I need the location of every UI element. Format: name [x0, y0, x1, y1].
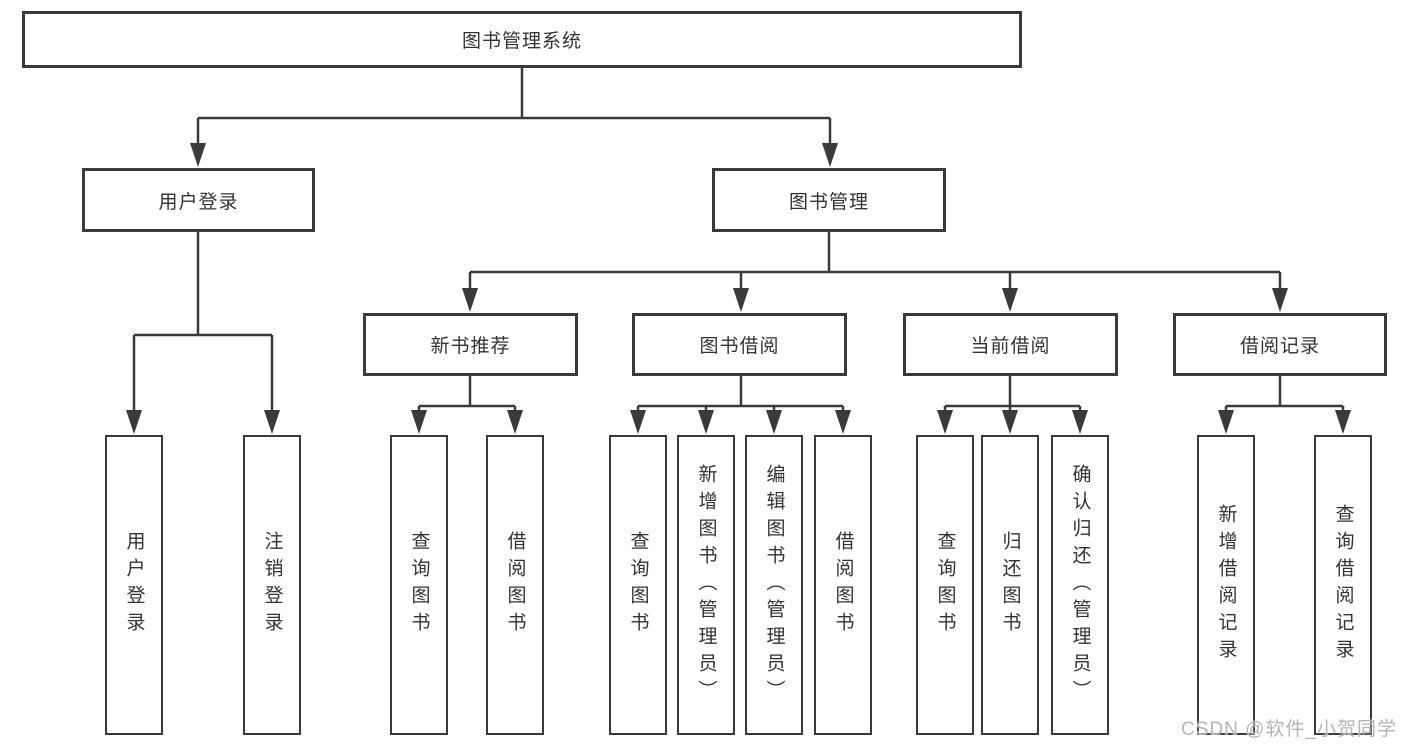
node-book-borrowing: 图书借阅: [632, 313, 847, 376]
leaf-add-books-admin: 新增图书（管理员）: [677, 435, 735, 735]
leaf-query-books-current: 查询图书: [916, 435, 974, 735]
leaf-borrow-books-recommend-label: 借阅图书: [504, 531, 526, 639]
leaf-query-borrow-record: 查询借阅记录: [1314, 435, 1372, 735]
leaf-query-books-borrowing-label: 查询图书: [627, 531, 649, 639]
leaf-query-books-recommend-label: 查询图书: [408, 531, 430, 639]
leaf-query-books-borrowing: 查询图书: [609, 435, 667, 735]
leaf-confirm-return-admin: 确认归还（管理员）: [1051, 435, 1109, 735]
leaf-user-login: 用户登录: [105, 435, 163, 735]
leaf-add-borrow-record-label: 新增借阅记录: [1215, 504, 1237, 666]
leaf-logout-label: 注销登录: [261, 531, 283, 639]
node-new-book-recommend-label: 新书推荐: [430, 336, 511, 357]
node-borrow-records-label: 借阅记录: [1239, 336, 1320, 357]
leaf-add-borrow-record: 新增借阅记录: [1197, 435, 1255, 735]
leaf-edit-books-admin: 编辑图书（管理员）: [745, 435, 803, 735]
node-root-label: 图书管理系统: [461, 31, 582, 52]
node-book-management: 图书管理: [712, 168, 946, 232]
leaf-return-books: 归还图书: [981, 435, 1039, 735]
node-root: 图书管理系统: [22, 11, 1022, 68]
leaf-query-books-recommend: 查询图书: [390, 435, 448, 735]
leaf-confirm-return-admin-label: 确认归还（管理员）: [1069, 463, 1091, 707]
node-user-login-label: 用户登录: [158, 191, 239, 213]
csdn-watermark: CSDN @软件_小贺同学: [1181, 719, 1397, 740]
leaf-user-login-label: 用户登录: [123, 531, 145, 639]
leaf-query-borrow-record-label: 查询借阅记录: [1332, 504, 1354, 666]
leaf-borrow-books-recommend: 借阅图书: [486, 435, 544, 735]
leaf-borrow-books-borrowing: 借阅图书: [814, 435, 872, 735]
node-book-management-label: 图书管理: [788, 191, 869, 213]
node-new-book-recommend: 新书推荐: [363, 313, 578, 376]
node-current-borrowing-label: 当前借阅: [970, 336, 1051, 357]
node-borrow-records: 借阅记录: [1173, 313, 1387, 376]
leaf-borrow-books-borrowing-label: 借阅图书: [832, 531, 854, 639]
arrowheads: [126, 143, 1351, 434]
leaf-logout: 注销登录: [243, 435, 301, 735]
leaf-query-books-current-label: 查询图书: [934, 531, 956, 639]
leaf-edit-books-admin-label: 编辑图书（管理员）: [763, 463, 785, 707]
node-book-borrowing-label: 图书借阅: [699, 336, 780, 357]
node-user-login: 用户登录: [82, 168, 315, 232]
node-current-borrowing: 当前借阅: [903, 313, 1118, 376]
leaf-add-books-admin-label: 新增图书（管理员）: [695, 463, 717, 707]
leaf-return-books-label: 归还图书: [999, 531, 1021, 639]
